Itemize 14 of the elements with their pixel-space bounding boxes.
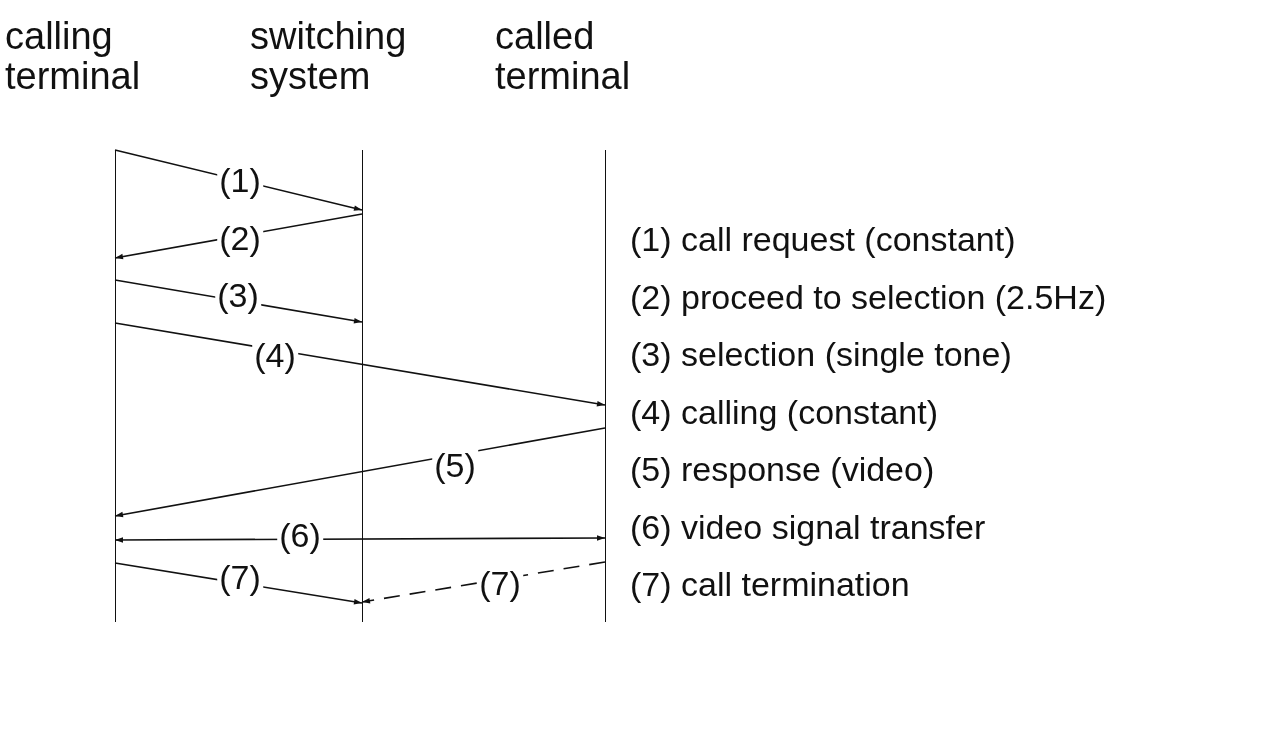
- participant-label: called terminal: [495, 16, 632, 96]
- double-headed-arrow: [114, 535, 606, 543]
- arrow: [114, 322, 606, 407]
- key-text: (7) call termination: [630, 565, 910, 603]
- key-text: (2) proceed to selection (2.5Hz): [630, 277, 1107, 316]
- edge-label: (5): [432, 448, 478, 482]
- key-text: (4) calling (constant): [630, 392, 938, 431]
- key-text: (1) call request (constant): [630, 220, 1016, 258]
- key-text: (6) video signal transfer: [630, 507, 986, 546]
- arrow: [114, 427, 606, 518]
- participant-label: switching system: [250, 16, 408, 96]
- key-text: (3) selection (single tone): [630, 335, 1012, 373]
- key-text: (5) response (video): [630, 450, 935, 488]
- participant-label: calling terminal: [5, 16, 142, 96]
